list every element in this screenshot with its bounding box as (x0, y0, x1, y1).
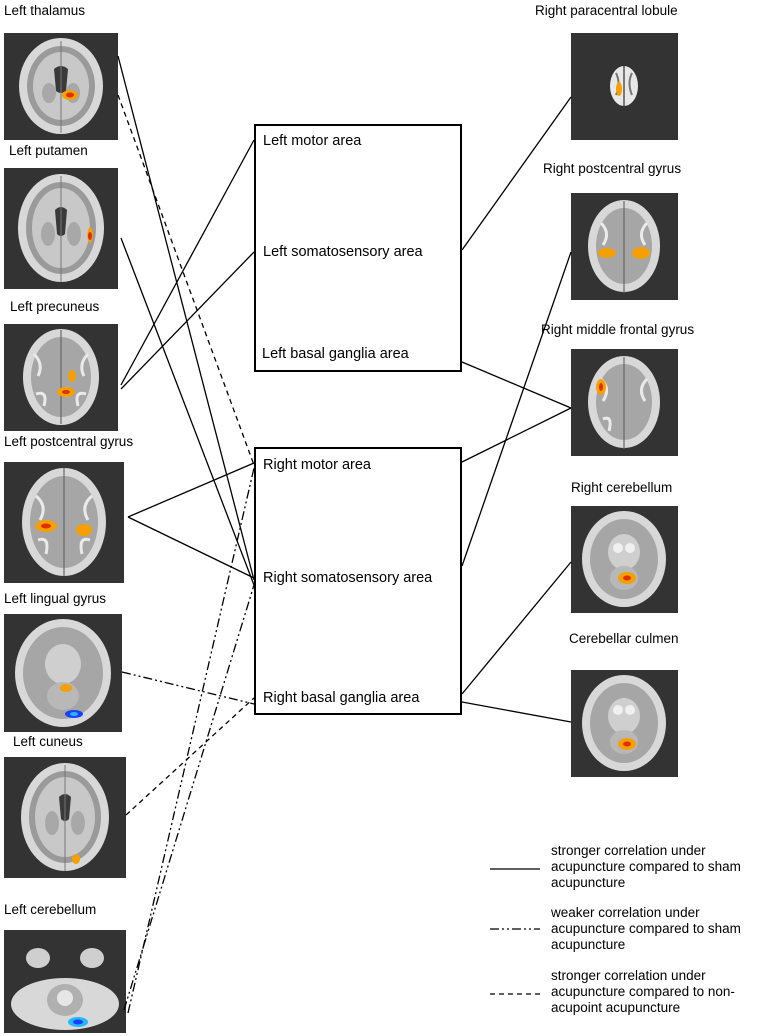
line-left-basal-middle-frontal (461, 361, 572, 409)
label-left-lingual-gyrus: Left lingual gyrus (4, 591, 107, 606)
brain-image-right-middle-frontal-gyrus (571, 349, 678, 456)
line-left-somatosensory-paracentral (461, 96, 572, 251)
brain-image-cerebellar-culmen (571, 670, 678, 777)
brain-image-left-putamen (4, 168, 118, 289)
line-putamen-right-somatosensory (120, 237, 255, 586)
left-hemisphere-box (254, 124, 462, 372)
label-left-cuneus: Left cuneus (13, 734, 83, 749)
line-right-basal-culmen (461, 701, 572, 723)
line-precuneus-left-somatosensory (120, 251, 255, 390)
line-lingual-right-basal-dashdot (121, 671, 255, 705)
brain-image-left-cerebellum (4, 930, 126, 1033)
brain-image-right-paracentral-lobule (571, 33, 678, 140)
line-thalamus-right-somatosensory (117, 55, 255, 581)
left-basal-ganglia-area: Left basal ganglia area (262, 346, 409, 362)
line-cerebellum-right-somatosensory-dashdot (123, 584, 255, 1011)
label-right-postcentral-gyrus: Right postcentral gyrus (543, 161, 682, 176)
line-precuneus-left-motor (120, 139, 255, 386)
line-right-somatosensory-postcentral (461, 251, 572, 567)
legend-dashdot-text: weaker correlation under acupuncture com… (551, 905, 741, 952)
label-left-putamen: Left putamen (9, 143, 88, 158)
right-hemisphere-box (254, 447, 462, 715)
line-right-basal-cerebellum (461, 561, 572, 695)
right-basal-ganglia-area: Right basal ganglia area (263, 690, 420, 706)
line-cuneus-right-basal-dashed (125, 697, 255, 816)
label-right-paracentral-lobule: Right paracentral lobule (535, 3, 678, 18)
label-cerebellar-culmen: Cerebellar culmen (569, 631, 679, 646)
label-left-precuneus: Left precuneus (10, 299, 100, 314)
line-postcentral-right-somatosensory (127, 516, 255, 579)
label-left-cerebellum: Left cerebellum (4, 902, 97, 917)
line-postcentral-right-motor (127, 462, 255, 518)
right-somatosensory-area: Right somatosensory area (263, 570, 433, 586)
brain-image-left-lingual-gyrus (4, 614, 122, 732)
brain-image-left-precuneus (4, 324, 118, 431)
legend-solid-text: stronger correlation under acupuncture c… (551, 843, 741, 890)
brain-image-left-thalamus (4, 33, 118, 140)
left-somatosensory-area: Left somatosensory area (263, 244, 423, 260)
line-right-motor-middle-frontal (461, 407, 572, 463)
brain-image-left-cuneus (4, 757, 126, 878)
brain-image-right-postcentral-gyrus (571, 193, 678, 300)
line-cerebellum-right-motor-dashdot (127, 467, 255, 1014)
brain-image-left-postcentral-gyrus (4, 462, 124, 583)
label-right-middle-frontal-gyrus: Right middle frontal gyrus (541, 322, 695, 337)
label-left-thalamus: Left thalamus (4, 3, 86, 18)
left-motor-area: Left motor area (263, 133, 362, 149)
right-motor-area: Right motor area (263, 457, 371, 473)
brain-image-right-cerebellum (571, 506, 678, 613)
line-thalamus-right-motor-dashed (117, 94, 255, 466)
legend-dashed-text: stronger correlation under acupuncture c… (551, 968, 735, 1015)
label-right-cerebellum: Right cerebellum (571, 480, 673, 495)
label-left-postcentral-gyrus: Left postcentral gyrus (4, 434, 134, 449)
